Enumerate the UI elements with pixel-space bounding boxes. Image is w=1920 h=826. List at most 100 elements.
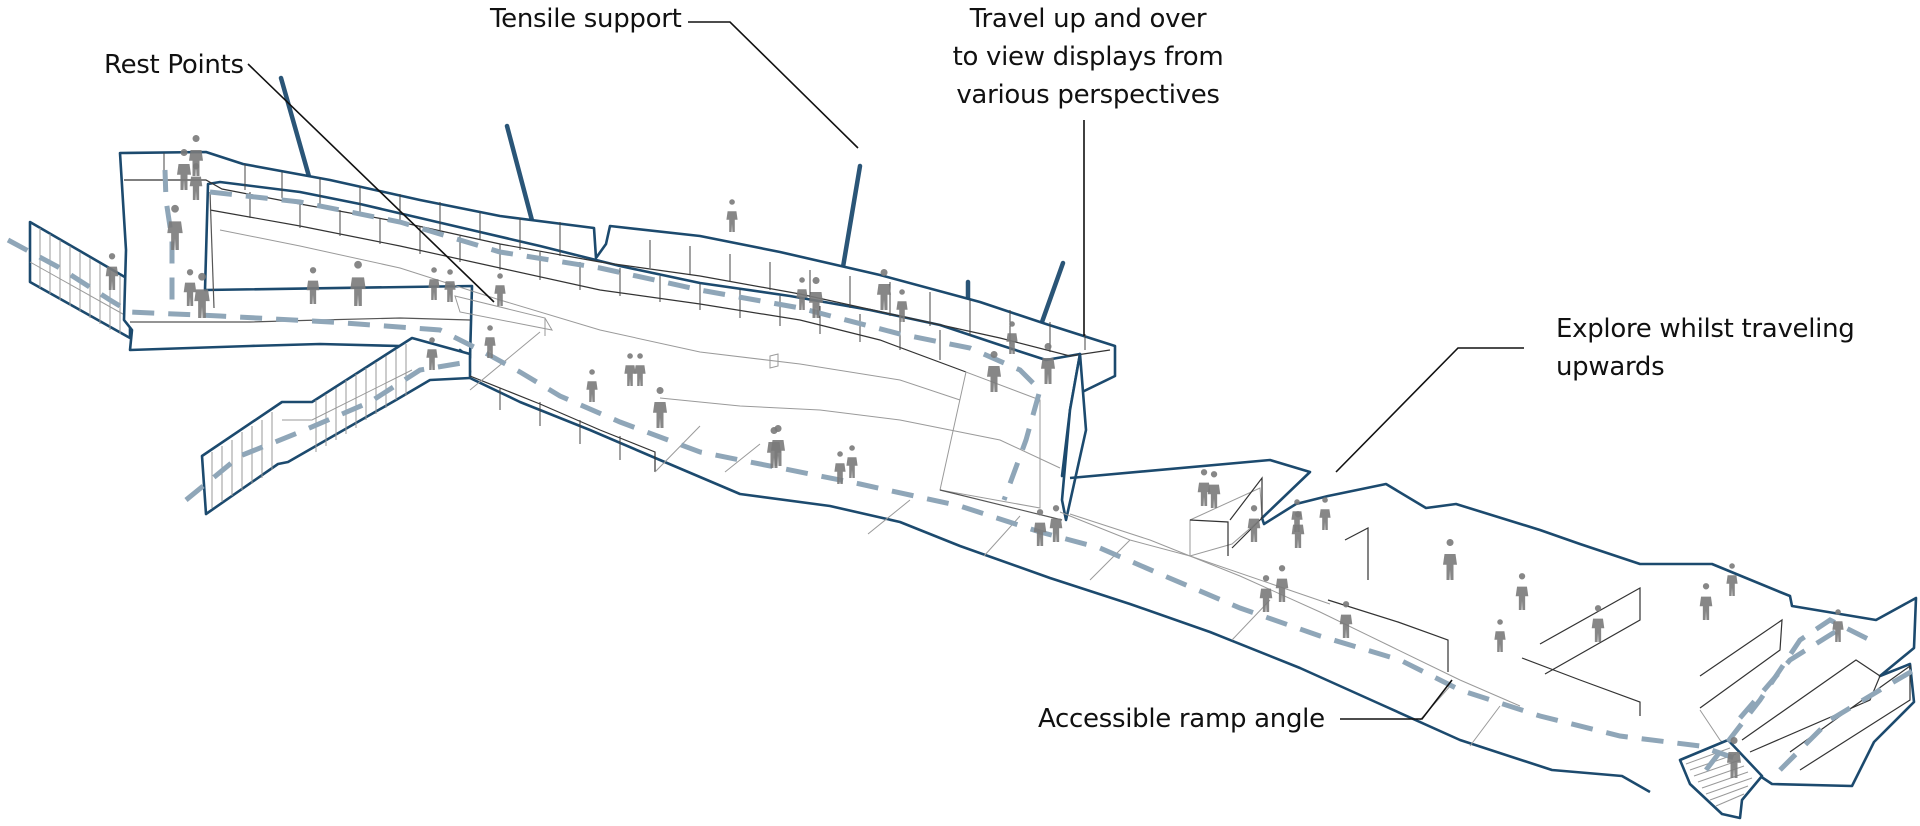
leader-rest-points: [247, 63, 495, 303]
mast-5: [1039, 260, 1066, 325]
person-silhouette: [771, 425, 785, 466]
person-silhouette: [105, 253, 119, 290]
person-silhouette: [1049, 505, 1063, 542]
person-silhouette: [653, 387, 667, 428]
person-silhouette: [1339, 601, 1353, 638]
lower-left-stair: [200, 336, 472, 516]
person-silhouette: [484, 325, 496, 358]
person-silhouette: [1291, 499, 1303, 532]
upper-circulation-path: [209, 189, 1043, 501]
people: [105, 135, 1844, 778]
person-silhouette: [1259, 575, 1273, 612]
person-silhouette: [306, 267, 320, 304]
person-silhouette: [1515, 573, 1529, 610]
person-silhouette: [1494, 619, 1506, 652]
right-rail-5: [1539, 586, 1641, 675]
person-silhouette: [624, 353, 636, 386]
person-silhouette: [194, 272, 210, 318]
person-silhouette: [987, 351, 1001, 392]
person-silhouette: [428, 267, 440, 300]
stair-flight: [1678, 738, 1764, 820]
inner-fold-panel: [939, 371, 1041, 509]
person-silhouette: [809, 277, 823, 318]
mast-3: [839, 163, 863, 276]
main-circulation-path: [6, 237, 1741, 763]
people-cluster: [105, 135, 1844, 778]
person-silhouette: [1832, 609, 1844, 642]
person-silhouette: [586, 369, 598, 402]
person-silhouette: [796, 277, 808, 310]
fold-wall: [1060, 352, 1088, 522]
leader-tensile-support: [688, 21, 859, 149]
person-silhouette: [444, 269, 456, 302]
person-silhouette: [1041, 343, 1055, 384]
label-explore-line-2: upwards: [1556, 352, 1665, 382]
person-silhouette: [877, 269, 891, 310]
ramp-lower-rail: [469, 375, 656, 472]
person-silhouette: [1319, 497, 1331, 530]
person-silhouette: [846, 445, 858, 478]
label-explore-line-1: Explore whilst traveling: [1556, 314, 1855, 344]
display-plinth: [769, 353, 779, 369]
bottom-right-stairs: [1678, 738, 1764, 820]
right-ramp-path-2: [1738, 627, 1840, 720]
person-silhouette: [177, 149, 191, 190]
lower-stair-balusters: [211, 344, 407, 508]
person-silhouette: [1727, 737, 1741, 778]
person-silhouette: [1591, 605, 1605, 642]
mast-1: [278, 75, 313, 183]
person-silhouette: [1006, 321, 1018, 354]
right-rail-3: [1344, 527, 1369, 580]
right-rail-6: [1699, 618, 1783, 709]
person-silhouette: [1275, 565, 1289, 602]
person-silhouette: [426, 337, 438, 370]
mast-2: [504, 123, 537, 231]
right-ramp-path-3: [1778, 667, 1916, 772]
main-ramp: [469, 331, 1651, 794]
right-platform-outline: [1069, 458, 1918, 788]
rest-bench: [454, 295, 553, 331]
leader-accessible-ramp: [1340, 679, 1453, 720]
ramp-lower-outline: [469, 376, 1651, 794]
person-silhouette: [167, 204, 183, 250]
person-silhouette: [1207, 471, 1221, 508]
right-rail-2: [1327, 599, 1449, 672]
right-rail-8: [1789, 664, 1911, 771]
stair-core-edge: [209, 191, 215, 309]
label-travel-line-3: various perspectives: [956, 80, 1220, 110]
right-rail-4: [1521, 657, 1641, 716]
right-ramp-path-1: [1704, 617, 1872, 772]
label-rest-points: Rest Points: [104, 50, 244, 80]
person-silhouette: [494, 273, 506, 306]
person-silhouette: [189, 135, 203, 176]
label-tensile-support: Tensile support: [490, 4, 682, 34]
outer-guard-rail: [124, 179, 1111, 357]
person-silhouette: [183, 269, 197, 306]
inner-guard-rail: [209, 209, 967, 373]
right-balcony-1: [1189, 487, 1263, 557]
person-silhouette: [1726, 563, 1738, 596]
ramp-lower-posts: [499, 388, 621, 460]
label-travel-line-2: to view displays from: [952, 42, 1224, 72]
person-silhouette: [1197, 469, 1211, 506]
person-silhouette: [896, 289, 908, 322]
upper-deck: [118, 150, 1117, 478]
person-silhouette: [189, 163, 203, 200]
label-travel-up-over: Travel up and over to view displays from…: [948, 0, 1228, 114]
person-silhouette: [1443, 539, 1457, 580]
label-explore: Explore whilst traveling upwards: [1556, 310, 1855, 386]
stair-circulation-path: [162, 169, 175, 310]
leader-explore: [1335, 347, 1524, 473]
ramp-inner-edge: [219, 229, 961, 401]
person-silhouette: [350, 260, 366, 306]
circulation-path: [6, 169, 1916, 772]
person-silhouette: [726, 199, 738, 232]
person-silhouette: [634, 353, 646, 386]
label-travel-line-1: Travel up and over: [969, 4, 1207, 34]
floor-joints: [469, 331, 1521, 747]
person-silhouette: [1699, 583, 1713, 620]
leader-lines: [247, 21, 1524, 720]
person-silhouette: [1033, 509, 1047, 546]
